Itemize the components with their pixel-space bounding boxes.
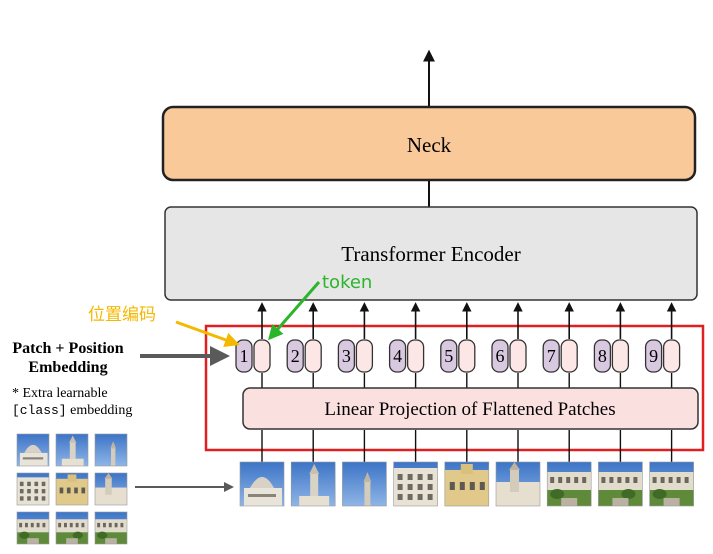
grid-facade-tower-right xyxy=(94,472,128,506)
position-index-label: 8 xyxy=(598,346,607,366)
neck-box xyxy=(161,105,697,182)
patch-token-pill xyxy=(560,339,578,373)
position-index-label: 6 xyxy=(496,346,505,366)
position-embedding-pill xyxy=(542,339,560,373)
patch-token-pill xyxy=(406,339,425,373)
position-index-label: 2 xyxy=(291,346,300,366)
grid-palace-dome-sky xyxy=(16,433,50,467)
facade-center-yellow xyxy=(444,461,490,507)
transformer-encoder-label: Transformer Encoder xyxy=(341,242,520,266)
token-pair-3: 3 xyxy=(337,302,374,462)
position-encoding-arrow xyxy=(175,320,240,347)
grid-tower-top-sky xyxy=(94,433,128,467)
grid-facade-center-yellow xyxy=(55,472,89,506)
garden-building-center xyxy=(598,461,643,507)
facade-windows-left xyxy=(393,461,438,507)
position-index-label: 1 xyxy=(240,346,249,366)
facade-tower-right xyxy=(495,461,541,507)
position-embedding-pill xyxy=(388,339,407,373)
token-arrow xyxy=(268,281,321,341)
garden-building-left xyxy=(546,461,592,507)
token-pair-9: 9 xyxy=(644,302,681,462)
token-pair-2: 2 xyxy=(286,302,322,462)
token-annotation: token xyxy=(322,272,372,293)
position-embedding-pill xyxy=(440,339,458,373)
tower-top-sky xyxy=(342,461,387,507)
patch-token-pill xyxy=(509,339,527,373)
patch-embedding-label-line1: Patch + Position xyxy=(12,340,123,357)
class-embedding-note: [class] embedding xyxy=(12,403,132,418)
patch-token-pill xyxy=(304,339,322,373)
class-token-code: [class] xyxy=(12,403,67,418)
token-group: 1 2 3 4 5 6 7 8 9 xyxy=(235,302,681,462)
grid-garden-building-right xyxy=(94,511,128,545)
grid-garden-building-center xyxy=(55,511,89,545)
linear-projection-box xyxy=(242,387,699,430)
position-index-label: 3 xyxy=(342,346,351,366)
position-index-label: 5 xyxy=(444,346,453,366)
token-pair-4: 4 xyxy=(388,302,425,462)
grid-palace-tower-sky xyxy=(55,433,89,467)
position-index-label: 9 xyxy=(649,346,658,366)
patch-embedding-label-line2: Embedding xyxy=(28,359,107,376)
position-embedding-pill xyxy=(593,339,612,373)
linear-projection-label: Linear Projection of Flattened Patches xyxy=(324,399,615,420)
position-embedding-pill xyxy=(337,339,356,373)
patch-token-pill xyxy=(662,339,681,373)
patch-token-pill xyxy=(458,339,476,373)
token-pair-6: 6 xyxy=(491,302,527,462)
patch-token-pill xyxy=(355,339,374,373)
image-patch-grid xyxy=(16,433,128,545)
token-pair-5: 5 xyxy=(440,302,476,462)
position-embedding-pill xyxy=(235,339,253,373)
position-encoding-annotation: 位置编码 xyxy=(88,305,156,325)
position-index-label: 4 xyxy=(393,346,402,366)
position-embedding-pill xyxy=(286,339,304,373)
token-pair-7: 7 xyxy=(542,302,578,462)
patch-sequence-row xyxy=(239,461,694,507)
garden-building-right xyxy=(649,461,694,507)
position-embedding-pill xyxy=(644,339,663,373)
extra-learnable-note: * Extra learnable xyxy=(12,386,108,401)
palace-tower-sky xyxy=(290,461,336,507)
patch-token-pill xyxy=(611,339,630,373)
position-embedding-pill xyxy=(491,339,509,373)
neck-label: Neck xyxy=(407,133,452,157)
grid-garden-building-left xyxy=(16,511,50,545)
class-embedding-rest: embedding xyxy=(67,403,133,418)
grid-facade-windows-left xyxy=(16,472,50,506)
patch-token-pill xyxy=(253,339,271,373)
palace-dome-sky xyxy=(239,461,285,507)
transformer-encoder-box xyxy=(164,206,698,301)
position-index-label: 7 xyxy=(547,346,556,366)
embedding-highlight-box xyxy=(204,324,705,452)
token-pair-1: 1 xyxy=(235,302,271,462)
token-pair-8: 8 xyxy=(593,302,630,462)
